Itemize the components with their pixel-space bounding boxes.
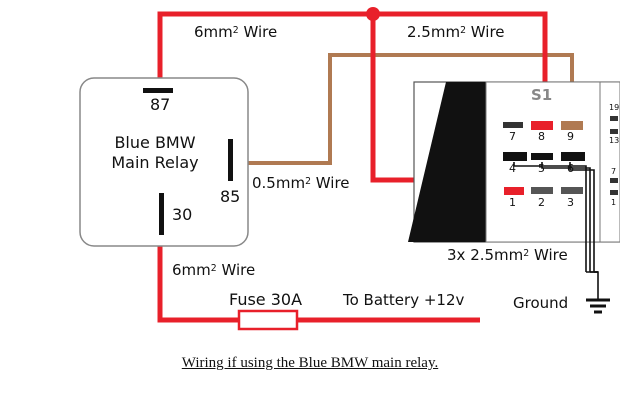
battery-label: To Battery +12v bbox=[343, 291, 465, 309]
wire-label-top-left: 6mm2 Wire bbox=[194, 25, 277, 40]
wire-suffix: Wire bbox=[311, 174, 350, 192]
wire-label-top-right: 2.5mm2 Wire bbox=[407, 25, 505, 40]
connector-pin-5: 5 bbox=[538, 162, 545, 175]
wire-label-bottom: 6mm2 Wire bbox=[172, 263, 255, 278]
diagram-caption: Wiring if using the Blue BMW main relay. bbox=[181, 355, 439, 371]
relay-name-line1: Blue BMW bbox=[114, 133, 196, 152]
connector-housing bbox=[408, 81, 620, 243]
relay-pin-85-label: 85 bbox=[220, 187, 241, 206]
relay-name: Blue BMW Main Relay bbox=[100, 133, 210, 173]
wire-label-bundle: 3x 2.5mm2 Wire bbox=[447, 248, 568, 263]
connector-side-1: 1 bbox=[611, 198, 617, 207]
connector-side-7: 7 bbox=[611, 167, 617, 176]
wire-size: 0.5mm bbox=[252, 174, 306, 192]
ground-symbol bbox=[586, 298, 610, 314]
connector-pin-1: 1 bbox=[509, 196, 516, 209]
relay-pin-30-label: 30 bbox=[172, 205, 193, 224]
connector-side-13: 13 bbox=[609, 136, 620, 145]
wire-label-signal: 0.5mm2 Wire bbox=[252, 176, 350, 191]
power-wire-bottom bbox=[157, 246, 480, 323]
fuse-label: Fuse 30A bbox=[229, 290, 303, 309]
ground-label: Ground bbox=[513, 294, 569, 312]
wire-size: 2.5mm bbox=[407, 23, 461, 41]
connector-pin-4: 4 bbox=[509, 162, 516, 175]
connector-pin-6: 6 bbox=[567, 162, 574, 175]
wire-suffix: Wire bbox=[529, 246, 568, 264]
connector-pin-3: 3 bbox=[567, 196, 574, 209]
connector-pin-8: 8 bbox=[538, 130, 545, 143]
fuse-body bbox=[237, 309, 299, 331]
connector-pin-9: 9 bbox=[567, 130, 574, 143]
relay-pin-87-label: 87 bbox=[150, 95, 171, 114]
wire-size-sup: 2 bbox=[210, 262, 217, 274]
relay-box bbox=[79, 77, 249, 247]
connector-pin-2: 2 bbox=[538, 196, 545, 209]
harness-wires bbox=[513, 162, 599, 300]
wire-suffix: Wire bbox=[216, 261, 256, 279]
wire-size-sup: 2 bbox=[460, 24, 467, 36]
connector-side-19: 19 bbox=[609, 103, 620, 112]
wire-suffix: Wire bbox=[466, 23, 505, 41]
wire-size-sup: 2 bbox=[523, 247, 530, 259]
wire-size: 6mm bbox=[172, 261, 211, 279]
wire-size-sup: 2 bbox=[232, 24, 239, 36]
wire-junction bbox=[366, 7, 380, 21]
wire-size-sup: 2 bbox=[305, 175, 312, 187]
wire-suffix: Wire bbox=[238, 23, 278, 41]
signal-wire bbox=[248, 53, 574, 165]
wire-size: 3x 2.5mm bbox=[447, 246, 524, 264]
wire-size: 6mm bbox=[194, 23, 233, 41]
connector-pin-7: 7 bbox=[509, 130, 516, 143]
relay-name-line2: Main Relay bbox=[111, 153, 199, 172]
connector-title: S1 bbox=[531, 86, 553, 104]
